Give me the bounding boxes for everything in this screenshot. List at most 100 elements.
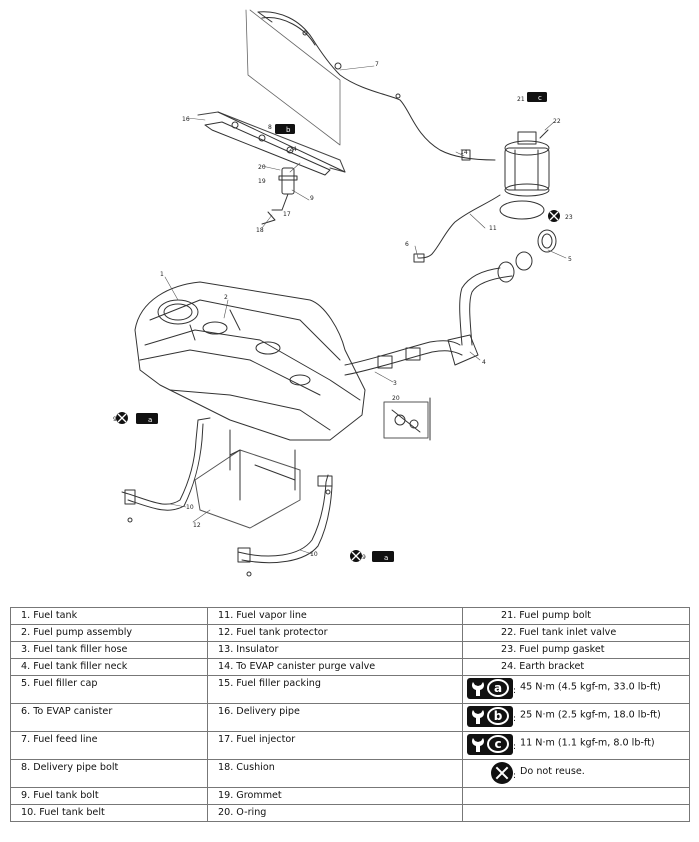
fuel-filler-cap <box>537 229 557 253</box>
callout-16: 16 <box>182 116 190 123</box>
callout-5: 5 <box>568 256 572 263</box>
legend-cell: 19. Grommet <box>207 787 463 805</box>
no-reuse-icon-gasket <box>548 210 560 222</box>
legend-cell: 1. Fuel tank <box>10 607 208 625</box>
torque-value-a: 45 N·m (4.5 kgf-m, 33.0 lb-ft) <box>520 681 661 693</box>
callout-18: 18 <box>256 227 264 234</box>
table-row: 1. Fuel tank 11. Fuel vapor line 21. Fue… <box>10 607 690 625</box>
callout-9-rear: 9 <box>362 554 366 561</box>
legend-cell: 21. Fuel pump bolt <box>462 607 690 625</box>
legend-cell-empty <box>462 787 690 805</box>
callout-8: 8 <box>268 124 272 131</box>
svg-text:c: c <box>538 94 542 102</box>
table-row: 4. Fuel tank filler neck 14. To EVAP can… <box>10 658 690 676</box>
torque-spec-b: b :25 N·m (2.5 kgf-m, 18.0 lb-ft) <box>462 703 690 732</box>
torque-spec-c: c :11 N·m (1.1 kgf-m, 8.0 lb-ft) <box>462 731 690 760</box>
callout-1: 1 <box>160 271 164 278</box>
torque-value-c: 11 N·m (1.1 kgf-m, 8.0 lb-ft) <box>520 737 655 749</box>
legend-cell: 22. Fuel tank inlet valve <box>462 624 690 642</box>
callout-17: 17 <box>283 211 291 218</box>
callout-10-front: 10 <box>186 504 194 511</box>
legend-cell: 4. Fuel tank filler neck <box>10 658 208 676</box>
colon: : <box>513 686 517 696</box>
badge-letter-b: b <box>487 707 509 725</box>
delivery-pipe-assembly <box>197 9 346 176</box>
table-row: 8. Delivery pipe bolt 18. Cushion :Do no… <box>10 759 690 788</box>
legend-cell: 11. Fuel vapor line <box>207 607 463 625</box>
colon: : <box>513 714 517 724</box>
legend-cell: 12. Fuel tank protector <box>207 624 463 642</box>
legend-cell: 24. Earth bracket <box>462 658 690 676</box>
callout-6: 6 <box>405 241 409 248</box>
do-not-reuse-text: Do not reuse. <box>520 766 585 777</box>
callout-14: 14 <box>460 149 468 156</box>
fuel-filler-packing <box>515 251 533 271</box>
callout-4: 4 <box>482 359 486 366</box>
torque-wrench-icon-c: c <box>467 734 513 755</box>
fuel-tank-protector <box>194 429 301 529</box>
callout-2: 2 <box>224 294 228 301</box>
table-row: 2. Fuel pump assembly 12. Fuel tank prot… <box>10 624 690 642</box>
callout-20-detail: 20 <box>392 395 400 402</box>
legend-cell: 2. Fuel pump assembly <box>10 624 208 642</box>
fuel-pump-gasket <box>499 200 545 220</box>
fuel-tank-filler-hose <box>344 340 463 376</box>
legend-cell: 10. Fuel tank belt <box>10 804 208 822</box>
legend-cell: 13. Insulator <box>207 641 463 659</box>
legend-cell: 7. Fuel feed line <box>10 731 208 760</box>
callout-labels: 1 2 3 4 5 6 7 8 9 10 10 11 12 14 16 17 1… <box>113 61 573 561</box>
callout-9-delivery: 9 <box>310 195 314 202</box>
torque-spec-a: a :45 N·m (4.5 kgf-m, 33.0 lb-ft) <box>462 675 690 704</box>
fuel-tank-body <box>134 281 366 441</box>
torque-wrench-icon-a: a <box>467 678 513 699</box>
fuel-system-exploded-diagram: 1 2 3 4 5 6 7 8 9 10 10 11 12 14 16 17 1… <box>113 9 573 577</box>
fuel-vapor-line <box>417 194 501 259</box>
callout-21: 21 <box>517 96 525 103</box>
fuel-tank-filler-neck <box>447 261 515 366</box>
table-row: 10. Fuel tank belt 20. O-ring <box>10 804 690 822</box>
fuel-pump-assembly <box>504 129 550 197</box>
fuel-tank-belt-front <box>121 417 211 523</box>
parts-legend-table: 1. Fuel tank 11. Fuel vapor line 21. Fue… <box>10 607 690 822</box>
legend-cell: 18. Cushion <box>207 759 463 788</box>
torque-badge-c-top: c <box>527 92 547 102</box>
svg-text:b: b <box>286 126 291 134</box>
legend-cell: 15. Fuel filler packing <box>207 675 463 704</box>
evap-connector-detail <box>383 397 431 441</box>
legend-cell: 14. To EVAP canister purge valve <box>207 658 463 676</box>
svg-text:a: a <box>384 554 388 562</box>
fuel-feed-line <box>257 11 496 161</box>
callout-22: 22 <box>553 118 561 125</box>
torque-wrench-icon-b: b <box>467 706 513 727</box>
torque-badge-b-top: b <box>275 124 295 134</box>
vapor-line-connector <box>413 253 425 263</box>
callout-3: 3 <box>393 380 397 387</box>
legend-cell-empty <box>462 804 690 822</box>
callout-12: 12 <box>193 522 201 529</box>
table-row: 7. Fuel feed line 17. Fuel injector c :1… <box>10 731 690 760</box>
callout-20: 20 <box>258 164 266 171</box>
callout-7: 7 <box>375 61 379 68</box>
legend-cell: 17. Fuel injector <box>207 731 463 760</box>
legend-cell: 23. Fuel pump gasket <box>462 641 690 659</box>
table-row: 5. Fuel filler cap 15. Fuel filler packi… <box>10 675 690 704</box>
diagram-badges: c b a a <box>116 92 560 562</box>
torque-badge-a-left: a <box>136 413 158 424</box>
no-reuse-icon <box>491 762 513 784</box>
no-reuse-icon-right <box>350 550 362 562</box>
leader-lines <box>164 65 567 555</box>
callout-19: 19 <box>258 178 266 185</box>
torque-value-b: 25 N·m (2.5 kgf-m, 18.0 lb-ft) <box>520 709 661 721</box>
badge-letter-c: c <box>487 735 509 753</box>
callout-11: 11 <box>489 225 497 232</box>
legend-cell: 9. Fuel tank bolt <box>10 787 208 805</box>
colon: : <box>513 742 517 752</box>
callout-10-rear: 10 <box>310 551 318 558</box>
legend-cell: 8. Delivery pipe bolt <box>10 759 208 788</box>
callout-24: 24 <box>289 146 297 153</box>
fuel-tank-belt-rear <box>237 474 333 577</box>
callout-23: 23 <box>565 214 573 221</box>
table-row: 9. Fuel tank bolt 19. Grommet <box>10 787 690 805</box>
legend-cell: 3. Fuel tank filler hose <box>10 641 208 659</box>
legend-cell: 5. Fuel filler cap <box>10 675 208 704</box>
